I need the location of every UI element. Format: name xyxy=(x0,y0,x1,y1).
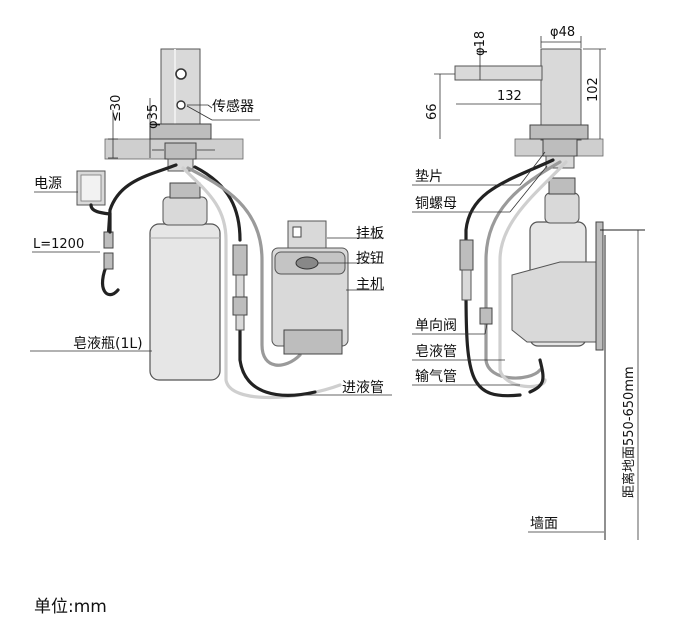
check-valve-label: 单向阀 xyxy=(415,318,457,334)
spout-diameter-dim: φ18 xyxy=(473,31,488,56)
faucet-front xyxy=(149,48,212,140)
unit-text: 单位:mm xyxy=(34,597,107,617)
hanging-plate-label: 挂板 xyxy=(356,226,384,242)
sensor-label: 传感器 xyxy=(212,98,254,115)
soap-bottle-label: 皂液瓶(1L) xyxy=(73,336,143,352)
faucet-side xyxy=(454,48,589,169)
main-unit xyxy=(271,220,349,355)
check-valve-right xyxy=(459,239,493,325)
body-diameter-dim: φ48 xyxy=(550,25,575,40)
spout-length-dim: 132 xyxy=(497,89,522,104)
air-tube-label: 输气管 xyxy=(415,369,457,385)
max-thickness-dim: ≤30 xyxy=(109,95,124,122)
soap-bottle-left xyxy=(149,182,221,381)
check-valve-left xyxy=(232,244,248,331)
main-unit-side xyxy=(511,221,604,351)
hole-diameter-dim: φ35 xyxy=(146,104,161,129)
total-height-dim: 102 xyxy=(586,77,601,102)
gasket-label: 垫片 xyxy=(415,169,443,185)
power-adapter xyxy=(76,170,112,234)
main-unit-label: 主机 xyxy=(356,277,384,293)
spout-height-dim: 66 xyxy=(425,103,440,120)
wall-label: 墙面 xyxy=(530,516,558,532)
copper-nut-label: 铜螺母 xyxy=(415,196,457,212)
power-label: 电源 xyxy=(34,176,62,192)
inlet-tube-label: 进液管 xyxy=(342,380,384,396)
cable-length-label: L=1200 xyxy=(33,237,84,252)
button-label: 按钮 xyxy=(356,251,384,267)
soap-tube-label: 皂液管 xyxy=(415,344,457,360)
cable-connector-left xyxy=(103,231,114,270)
floor-height-label: 距离地面550-650mm xyxy=(621,366,637,498)
